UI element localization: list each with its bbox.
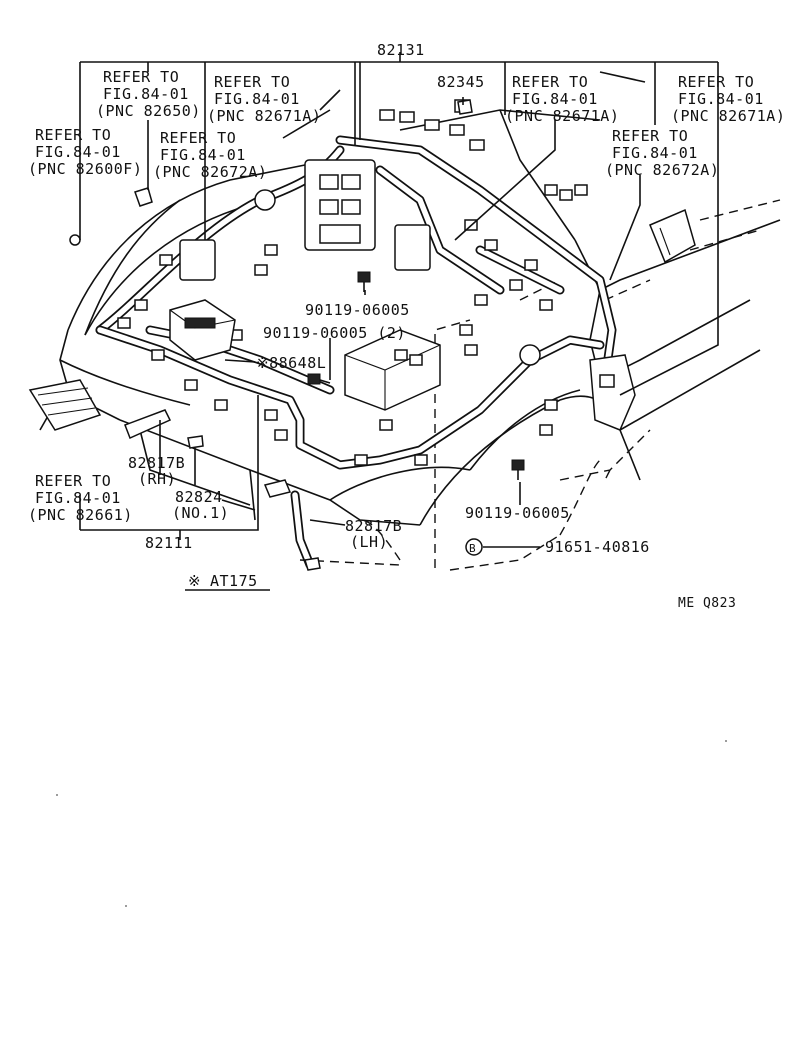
svg-text:REFER TO: REFER TO — [512, 73, 588, 91]
part-82817b-lh-label: 82817B — [345, 517, 402, 535]
svg-text:REFER TO: REFER TO — [160, 129, 236, 147]
wheelhouse-bracket — [589, 354, 636, 431]
bolt-a-label: 90119-06005 — [305, 301, 410, 319]
svg-text:(PNC 82672A): (PNC 82672A) — [605, 161, 719, 179]
diagram-code: ME Q823 — [678, 596, 736, 611]
svg-text:FIG.84-01: FIG.84-01 — [35, 143, 121, 161]
svg-text:FIG.84-01: FIG.84-01 — [214, 90, 300, 108]
svg-text:FIG.84-01: FIG.84-01 — [35, 489, 121, 507]
clip-symbol: B — [469, 542, 476, 555]
svg-text:(PNC 82671A): (PNC 82671A) — [505, 107, 619, 125]
ref-label-82671a-b: REFER TO FIG.84-01 (PNC 82671A) — [505, 73, 619, 125]
ref-label-82672a-b: REFER TO FIG.84-01 (PNC 82672A) — [605, 127, 719, 179]
svg-text:REFER TO: REFER TO — [214, 73, 290, 91]
svg-text:FIG.84-01: FIG.84-01 — [678, 90, 764, 108]
ref-label-82600f: REFER TO FIG.84-01 (PNC 82600F) — [28, 126, 142, 178]
part-labels: 82131 REFER TO FIG.84-01 (PNC 82650) REF… — [28, 41, 785, 611]
ref-label-82661: REFER TO FIG.84-01 (PNC 82661) — [28, 472, 133, 524]
bolt-icons — [307, 271, 525, 480]
svg-text:FIG.84-01: FIG.84-01 — [612, 144, 698, 162]
svg-text:REFER TO: REFER TO — [103, 68, 179, 86]
bolt-c-label: 90119-06005 — [465, 504, 570, 522]
svg-text:FIG.84-01: FIG.84-01 — [160, 146, 246, 164]
main-part-label: 82131 — [377, 41, 425, 59]
part-82824-label: 82824 — [175, 488, 223, 506]
sub-part-label: 82111 — [145, 534, 193, 552]
svg-text:(PNC 82672A): (PNC 82672A) — [153, 163, 267, 181]
no1-label: (NO.1) — [172, 504, 229, 522]
bolt-a-icon — [357, 271, 371, 292]
lh-label: (LH) — [350, 533, 388, 551]
svg-text:(PNC 82600F): (PNC 82600F) — [28, 160, 142, 178]
ref-label-82671a-c: REFER TO FIG.84-01 (PNC 82671A) — [671, 73, 785, 125]
junction-block — [344, 329, 441, 411]
svg-text:REFER TO: REFER TO — [678, 73, 754, 91]
svg-text:(PNC 82671A): (PNC 82671A) — [671, 107, 785, 125]
relay-box — [169, 299, 236, 361]
side-connector-right — [649, 208, 696, 264]
svg-text:FIG.84-01: FIG.84-01 — [512, 90, 598, 108]
front-left-assembly — [28, 379, 102, 431]
clip-circle-icon — [465, 538, 483, 556]
bolt-b-label: 90119-06005 (2) — [263, 324, 406, 342]
note-symbol: ※ — [188, 572, 201, 590]
scan-dots — [56, 740, 727, 907]
svg-text:(PNC 82661): (PNC 82661) — [28, 506, 133, 524]
relay-label: ※88648L — [256, 354, 326, 372]
svg-text:REFER TO: REFER TO — [35, 472, 111, 490]
note-code: AT175 — [210, 572, 258, 590]
svg-text:FIG.84-01: FIG.84-01 — [103, 85, 189, 103]
bolt-b-icon — [307, 373, 331, 385]
rh-label: (RH) — [138, 470, 176, 488]
svg-text:(PNC 82671A): (PNC 82671A) — [207, 107, 321, 125]
part-82817b-rh-label: 82817B — [128, 454, 185, 472]
svg-text:(PNC 82650): (PNC 82650) — [96, 102, 201, 120]
clip-callout: B 91651-40816 — [465, 538, 650, 556]
small-parts — [69, 99, 473, 571]
svg-text:REFER TO: REFER TO — [35, 126, 111, 144]
ref-label-82672a-a: REFER TO FIG.84-01 (PNC 82672A) — [153, 129, 267, 181]
bolt-c-icon — [511, 459, 525, 480]
leader-lines — [79, 52, 719, 591]
part-82345-label: 82345 — [437, 73, 485, 91]
svg-text:REFER TO: REFER TO — [612, 127, 688, 145]
clip-part-label: 91651-40816 — [545, 538, 650, 556]
ref-label-82671a-a: REFER TO FIG.84-01 (PNC 82671A) — [207, 73, 321, 125]
ref-label-82650: REFER TO FIG.84-01 (PNC 82650) — [96, 68, 201, 120]
